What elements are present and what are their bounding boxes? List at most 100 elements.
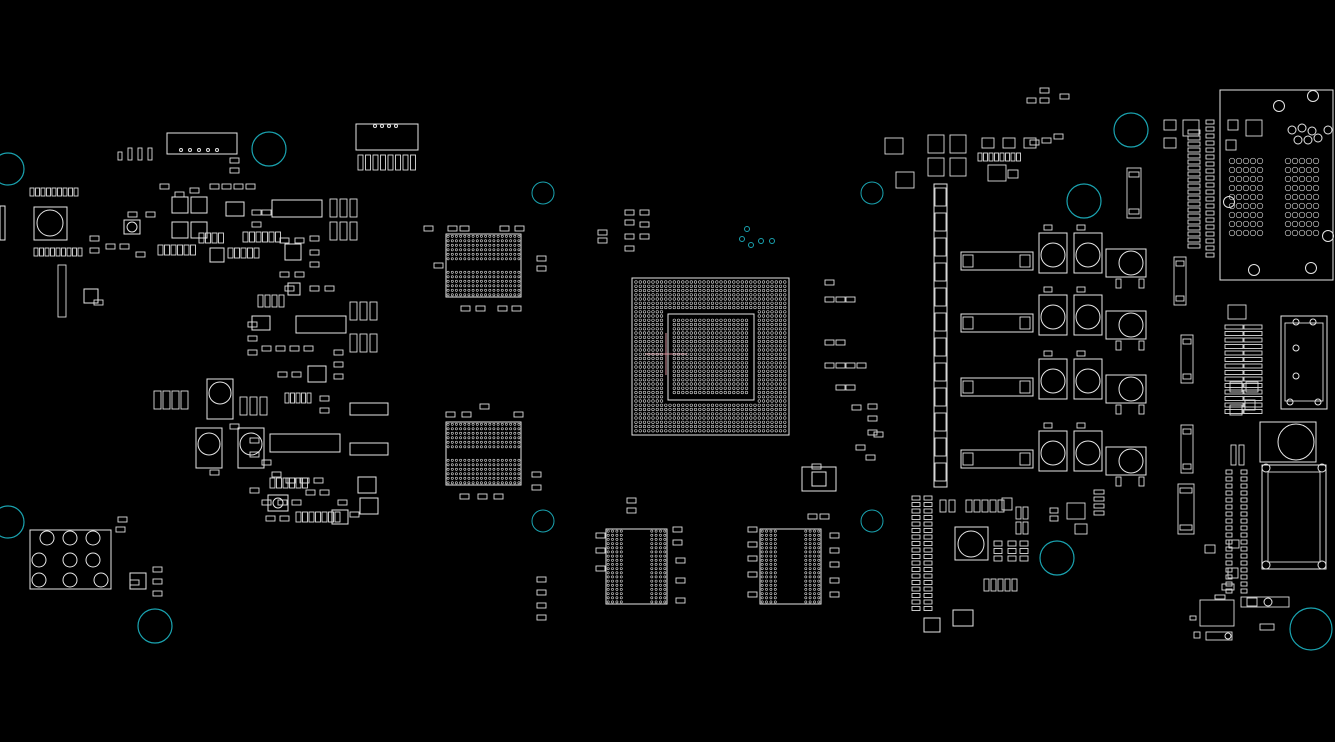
memory-ball [611,538,614,541]
memory-ball [765,583,768,587]
smd-pad [1205,245,1215,251]
bga-ball [647,429,651,433]
bga-ball [723,339,727,344]
bga-ball [719,352,723,356]
bga-ball [761,407,766,412]
memory-ball [619,538,623,541]
memory-ball [471,445,475,449]
smd-pad [1022,521,1029,535]
memory-ball [659,542,662,546]
choke-terminal [962,380,974,394]
bga-ball [655,297,659,301]
memory-ball [513,243,517,247]
memory-ball [808,579,812,583]
smd-pad [247,335,258,342]
bga-ball [698,416,702,420]
bga-ball [766,344,770,348]
bga-ball [655,399,659,403]
bga-ball [642,293,647,297]
bga-ball [693,386,698,390]
bga-ball [706,356,710,361]
memory-ball [804,554,808,558]
smd-pad [829,532,840,539]
connector-pin [1292,344,1300,352]
bga-ball [727,390,732,395]
smd-pad [595,565,606,572]
smd-pad [1187,159,1201,165]
smd-pad [247,247,253,259]
memory-ball [804,558,808,562]
bga-ball [715,390,719,395]
bga-ball [681,322,685,327]
memory-ball [488,239,492,243]
smd-pad [117,516,128,523]
memory-ball [813,579,816,583]
bga-ball [710,293,715,297]
memory-ball [813,588,816,591]
smd-pad [233,183,244,190]
smd-pad [1225,574,1233,580]
smd-pad [395,154,401,171]
bga-ball [740,361,744,365]
memory-ball [654,600,658,604]
bga-ball [655,356,659,361]
smd-pad [1007,548,1017,554]
memory-ball [500,248,504,252]
cap-strip-element [934,362,947,382]
bga-ball [761,429,766,433]
bga-ball [672,335,676,339]
memory-ball [488,252,492,256]
bga-ball [727,348,732,352]
bga-ball [719,424,723,429]
smd-pad [1205,147,1215,153]
memory-ball [517,234,521,238]
ic-package [987,164,1007,182]
bga-ball [647,310,651,314]
passive-components [29,87,1290,641]
bga-ball [761,416,766,420]
bga-ball [770,361,774,365]
bga-ball [676,420,681,424]
memory-ball [509,293,513,297]
bga-ball [783,390,787,395]
bga-ball [638,331,642,335]
memory-ball [654,563,658,566]
connector-pin [1228,229,1236,237]
bga-ball [732,429,736,433]
connector-pin [1249,220,1257,228]
smd-pad [1225,483,1233,489]
smd-pad [1243,383,1263,388]
smd-pad [626,507,637,514]
smd-pad [536,589,547,596]
bga-ball [710,348,715,352]
bga-ball [766,382,770,386]
bga-ball [706,305,710,310]
fiducial [860,509,884,533]
bga-ball [693,403,698,407]
bga-ball [689,318,693,322]
bga-ball [761,412,766,416]
memory-ball [773,533,777,537]
bga-ball [744,331,749,335]
bga-ball [638,424,642,429]
memory-ball [760,579,764,583]
bga-ball [715,293,719,297]
connector-pin [1228,166,1236,174]
smd-pad [672,526,683,533]
connector-pin [1256,157,1264,165]
bga-ball [693,301,698,305]
smd-pad [1115,278,1122,289]
bga-ball [744,352,749,356]
bga-ball [774,369,778,373]
memory-ball [804,533,808,537]
bga-ball [681,297,685,301]
bga-ball [710,335,715,339]
smd-pad [1041,137,1052,144]
memory-ball [467,472,471,476]
bga-ball [732,403,736,407]
memory-ball [471,257,475,261]
memory-ball [760,571,764,575]
bga-ball [719,344,723,348]
memory-ball [765,600,768,604]
bga-ball [740,288,744,293]
